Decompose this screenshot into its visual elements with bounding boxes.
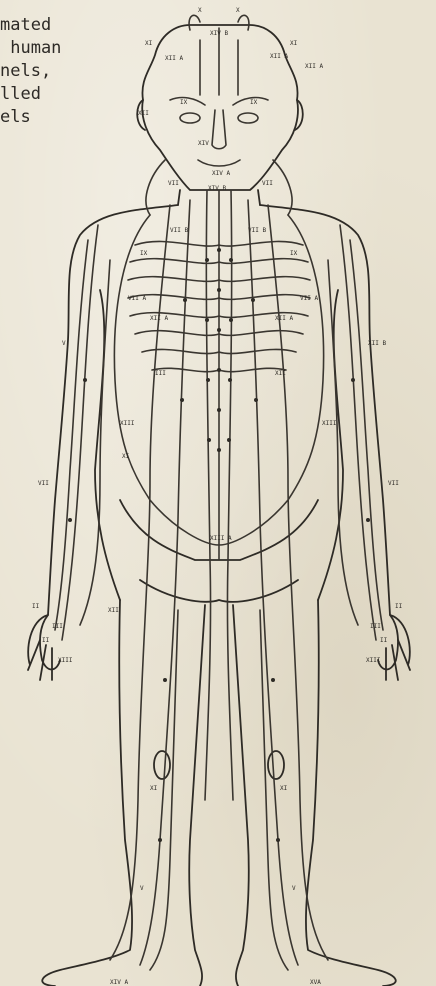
channel-label: XIII: [322, 420, 337, 427]
channel-label: III: [370, 623, 381, 630]
channel-label: X: [198, 7, 202, 14]
right-leg-inner: [233, 605, 249, 986]
left-knee: [154, 751, 170, 779]
channel-label: XII A: [275, 315, 293, 322]
channel-label: XIII: [366, 657, 381, 664]
channel-label: II: [395, 603, 403, 610]
channel-label: V: [140, 885, 144, 892]
channel-label: XVA: [310, 979, 321, 986]
left-torso-side: [95, 290, 120, 600]
channel-label: VII: [168, 180, 179, 187]
channel-label: XII A: [165, 55, 183, 62]
head-line: [200, 28, 238, 95]
right-leg-outline: [306, 600, 396, 986]
channel-label: XII A: [305, 63, 323, 70]
channel-label: VII: [38, 480, 49, 487]
channel-label: XIII: [120, 420, 135, 427]
channel-label: X: [236, 7, 240, 14]
right-knee: [268, 751, 284, 779]
eye-left: [180, 113, 200, 123]
channel-label: IX: [180, 99, 188, 106]
channel-label: XIV A: [212, 170, 230, 177]
channel-label: V: [292, 885, 296, 892]
channel-label: IX: [250, 99, 258, 106]
eye-right: [238, 113, 258, 123]
channel-label: XI: [145, 40, 153, 47]
channel-label: IX: [140, 250, 148, 257]
channel-label: XIV: [198, 140, 209, 147]
channel-label: VII: [388, 480, 399, 487]
left-leg-outline: [42, 600, 132, 986]
left-leg-inner: [189, 605, 205, 986]
nose: [212, 110, 226, 149]
channel-label: XIV B: [208, 185, 226, 192]
right-torso-side: [318, 290, 343, 600]
pelvis-lower: [140, 580, 298, 602]
channel-labels: X X XIV B XI XI XII A XII A XII A IX IX …: [32, 7, 403, 986]
channel-label: XI: [290, 40, 298, 47]
channel-label: VII B: [170, 227, 188, 234]
channel-label: XII: [138, 110, 149, 117]
channel-label: XIV A: [110, 979, 128, 986]
channel-label: VII A: [300, 295, 318, 302]
channel-label: II: [32, 603, 40, 610]
channel-label: VII: [262, 180, 273, 187]
channel-label: VII B: [248, 227, 266, 234]
meridian-channels: [55, 160, 383, 970]
channel-label: XIII: [58, 657, 73, 664]
channel-label: XII B: [368, 340, 386, 347]
channel-label: XIII A: [210, 535, 232, 542]
head-loop-right: [238, 15, 249, 30]
channel-label: VII A: [128, 295, 146, 302]
channel-label: XII A: [150, 315, 168, 322]
channel-label: III: [52, 623, 63, 630]
channel-label: III: [155, 370, 166, 377]
channel-label: XII: [275, 370, 286, 377]
channel-label: XI: [122, 453, 130, 460]
channel-label: V: [62, 340, 66, 347]
brow-left: [170, 98, 205, 105]
channel-label: XII: [108, 607, 119, 614]
head-loop-left: [189, 15, 200, 30]
channel-label: XIV B: [210, 30, 228, 37]
channel-label: XI: [280, 785, 288, 792]
channel-label: IX: [290, 250, 298, 257]
channel-label: II: [42, 637, 50, 644]
channel-label: XII A: [270, 53, 288, 60]
mouth: [198, 160, 240, 166]
channel-label: II: [380, 637, 388, 644]
channel-label: XI: [150, 785, 158, 792]
